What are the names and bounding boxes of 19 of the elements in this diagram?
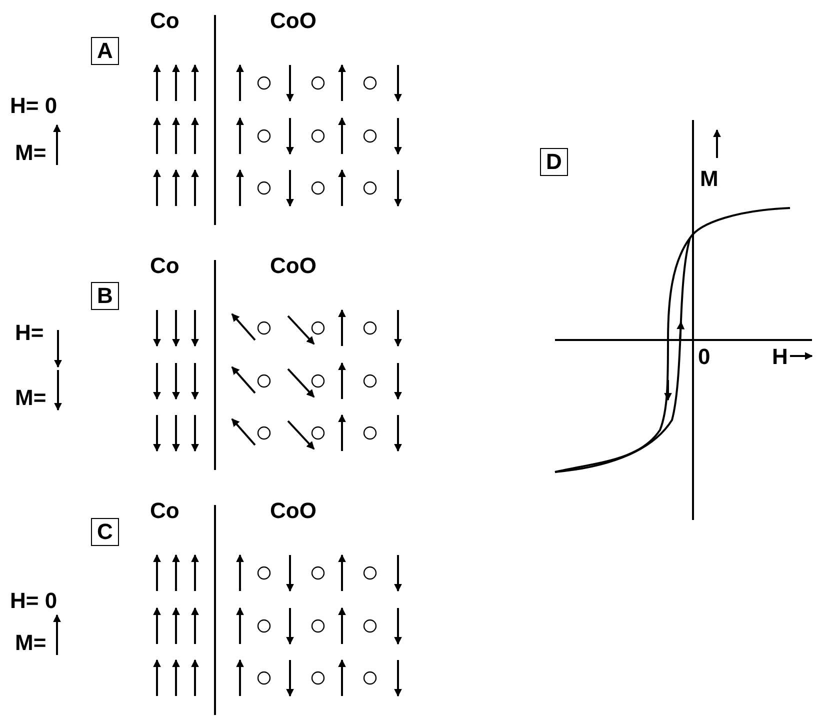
panel-letter: C <box>91 518 119 546</box>
label-text: CoO <box>270 255 316 277</box>
label-text: M= <box>15 632 46 654</box>
label-text: M= <box>15 387 46 409</box>
panel-letter: B <box>91 282 119 310</box>
panel-letter: D <box>540 148 568 176</box>
label-text: Co <box>150 10 180 32</box>
label-text: CoO <box>270 500 316 522</box>
label-text: CoO <box>270 10 316 32</box>
axis-label: M <box>700 168 718 190</box>
panel-letter: A <box>91 37 119 65</box>
label-text: H= 0 <box>10 95 58 117</box>
label-text: H= <box>15 322 44 344</box>
axis-label: H <box>772 346 788 368</box>
label-text: Co <box>150 500 180 522</box>
label-text: H= 0 <box>10 590 58 612</box>
axis-label: 0 <box>698 346 710 368</box>
label-text: M= <box>15 142 46 164</box>
label-text: Co <box>150 255 180 277</box>
